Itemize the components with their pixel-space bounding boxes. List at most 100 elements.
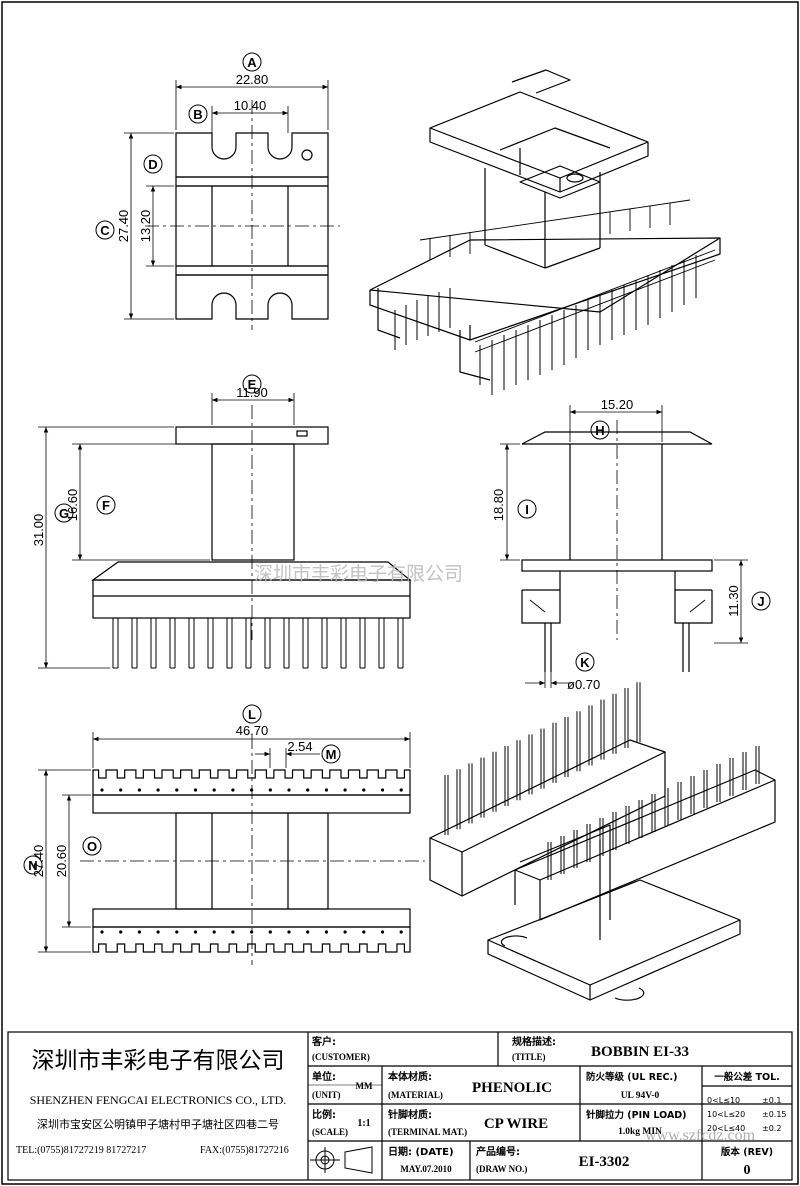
pin-hole xyxy=(193,788,198,792)
pin-hole xyxy=(380,788,385,792)
date-value: MAY.07.2010 xyxy=(400,1164,452,1174)
dim-g: 31.00 xyxy=(31,514,46,547)
pin-hole xyxy=(137,930,141,934)
dim-l: 46.70 xyxy=(236,723,269,738)
dim-a: 22.80 xyxy=(236,72,269,87)
terminal-value: CP WIRE xyxy=(484,1116,548,1132)
tolerance-label: 一般公差 TOL. xyxy=(714,1071,780,1083)
material-label-en: (MATERIAL) xyxy=(388,1090,443,1100)
label-l: L xyxy=(248,707,256,722)
label-o: O xyxy=(87,839,97,854)
dim-h: 15.20 xyxy=(601,397,634,412)
title-label-en: (TITLE) xyxy=(512,1052,546,1062)
dim-m: 2.54 xyxy=(287,739,312,754)
label-c: C xyxy=(100,223,110,238)
dim-e: 11.90 xyxy=(236,385,268,400)
dim-j: 11.30 xyxy=(726,585,741,617)
front-view-labels: E 11.90 F 16.60 G 31.00 xyxy=(31,374,268,547)
tol-range-1: 0<L≤10 xyxy=(707,1096,740,1105)
flame-value: UL 94V-0 xyxy=(621,1091,660,1101)
isometric-view-bottom-pins xyxy=(444,682,760,880)
company-name-en: SHENZHEN FENGCAI ELECTRONICS CO., LTD. xyxy=(30,1093,287,1107)
pin-hole xyxy=(399,788,403,792)
top-view-labels: A 22.80 B 10.40 C 27.40 D 13.20 xyxy=(95,52,269,243)
pin-hole xyxy=(250,930,254,934)
unit-label-en: (UNIT) xyxy=(312,1090,341,1100)
pin-hole xyxy=(268,788,272,792)
pin-hole xyxy=(212,788,216,792)
rev-value: 0 xyxy=(744,1163,751,1178)
scale-value: 1:1 xyxy=(357,1118,370,1129)
drawno-label-cn: 产品编号: xyxy=(476,1145,520,1158)
pin-hole xyxy=(156,788,160,792)
pin-hole xyxy=(100,930,104,934)
tol-range-2: 10<L≤20 xyxy=(707,1110,745,1119)
pin-hole xyxy=(362,930,366,934)
company-fax: FAX:(0755)81727216 xyxy=(200,1145,289,1156)
front-view-pins xyxy=(112,618,404,669)
pin-hole xyxy=(100,788,104,792)
pin-hole xyxy=(156,930,160,934)
pin-hole xyxy=(399,930,403,934)
projection-symbol xyxy=(310,1146,373,1174)
company-tel: TEL:(0755)81727219 81727217 xyxy=(16,1145,146,1156)
pin-hole xyxy=(175,930,179,934)
title-label-cn: 规格描述: xyxy=(512,1035,556,1048)
dim-f: 16.60 xyxy=(65,489,80,522)
bottom-view-pin-holes xyxy=(100,788,403,934)
pin-hole xyxy=(380,930,385,934)
pin-hole xyxy=(306,930,310,934)
drawno-label-en: (DRAW NO.) xyxy=(476,1164,527,1174)
customer-label-en: (CUSTOMER) xyxy=(312,1052,370,1062)
top-view xyxy=(124,80,340,330)
terminal-label-en: (TERMINAL MAT.) xyxy=(388,1127,467,1137)
dim-i: 18.80 xyxy=(491,489,506,522)
flame-label: 防火等级 (UL REC.) xyxy=(586,1071,677,1083)
pin-hole xyxy=(212,930,216,934)
label-d: D xyxy=(148,157,157,172)
pin-hole xyxy=(193,930,198,934)
unit-label-cn: 单位: xyxy=(312,1070,336,1083)
dim-b: 10.40 xyxy=(234,98,267,113)
company-name-cn: 深圳市丰彩电子有限公司 xyxy=(32,1048,285,1074)
title-block-text: 深圳市丰彩电子有限公司 SHENZHEN FENGCAI ELECTRONICS… xyxy=(16,1035,787,1178)
dim-n: 27.40 xyxy=(31,845,46,878)
pin-hole xyxy=(250,788,254,792)
material-label-cn: 本体材质: xyxy=(388,1070,432,1083)
scale-label-cn: 比例: xyxy=(312,1108,336,1121)
label-h: H xyxy=(595,423,604,438)
pin-hole xyxy=(231,788,235,792)
pin-hole xyxy=(137,788,141,792)
pin-hole xyxy=(287,788,291,792)
label-m: M xyxy=(326,747,337,762)
scale-label-en: (SCALE) xyxy=(312,1127,348,1137)
pin-hole xyxy=(362,788,366,792)
pin-hole xyxy=(306,788,310,792)
pin-hole xyxy=(343,788,347,792)
customer-label-cn: 客户: xyxy=(311,1035,336,1048)
label-k: K xyxy=(580,655,590,670)
pin-hole xyxy=(119,788,123,792)
bottom-view xyxy=(38,732,425,965)
isometric-view-bottom xyxy=(429,739,776,1001)
rev-label: 版本 (REV) xyxy=(720,1146,773,1158)
label-a: A xyxy=(247,55,257,70)
label-i: I xyxy=(525,502,529,517)
label-e: E xyxy=(248,377,257,392)
label-f: F xyxy=(102,498,110,513)
side-view xyxy=(500,405,748,688)
pin-hole xyxy=(231,930,235,934)
unit-value: MM xyxy=(356,1081,373,1091)
side-view-labels: H 15.20 I 18.80 J 11.30 K ø0.70 xyxy=(491,397,771,692)
title-value: BOBBIN EI-33 xyxy=(591,1044,689,1060)
front-view xyxy=(38,393,412,669)
dim-d: 13.20 xyxy=(138,210,153,243)
label-j: J xyxy=(757,594,764,609)
material-value: PHENOLIC xyxy=(472,1080,552,1096)
dim-c: 27.40 xyxy=(116,210,131,243)
watermark: 深圳市丰彩电子有限公司 xyxy=(254,563,463,585)
label-g: G xyxy=(59,506,69,521)
dim-o: 20.60 xyxy=(54,845,69,878)
pin-hole xyxy=(287,930,291,934)
